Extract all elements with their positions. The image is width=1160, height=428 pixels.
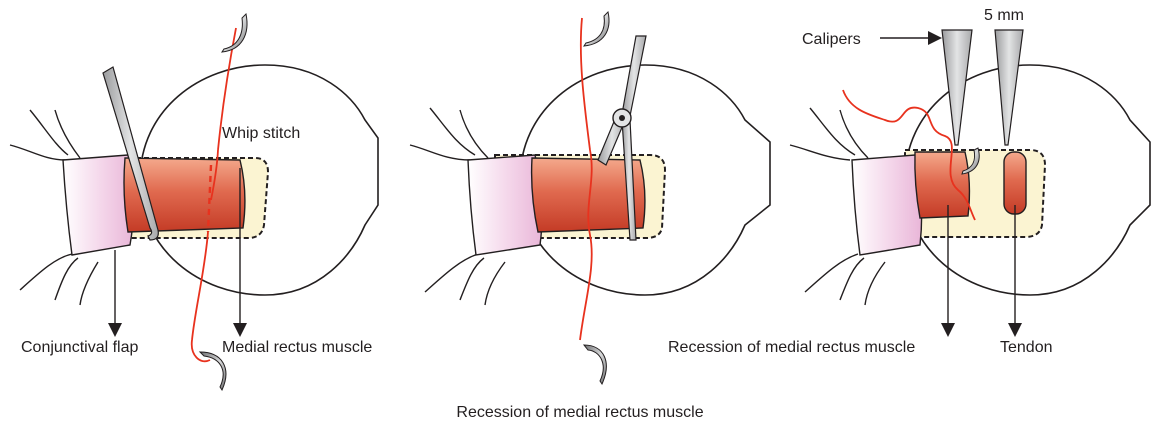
panel-2-muscle-disinsertion [410,12,770,384]
conjunctival-flap [63,155,134,255]
figure-caption: Recession of medial rectus muscle [456,404,703,421]
panel-1-whip-stitch: Whip stitch Conjunctival flap Medial rec… [10,14,378,390]
tendon-stump [1004,152,1026,214]
label-conjunctival-flap: Conjunctival flap [21,339,139,356]
needle-icon [584,345,606,384]
label-measurement: 5 mm [984,7,1024,24]
label-recession: Recession of medial rectus muscle [668,339,915,356]
label-whip-stitch: Whip stitch [222,125,300,142]
label-calipers: Calipers [802,31,861,48]
needle-icon [200,352,226,390]
conjunctival-flap [852,155,922,255]
recessed-muscle [915,152,970,218]
label-medial-rectus-muscle: Medial rectus muscle [222,339,372,356]
needle-icon [584,12,609,46]
label-tendon: Tendon [1000,339,1053,356]
